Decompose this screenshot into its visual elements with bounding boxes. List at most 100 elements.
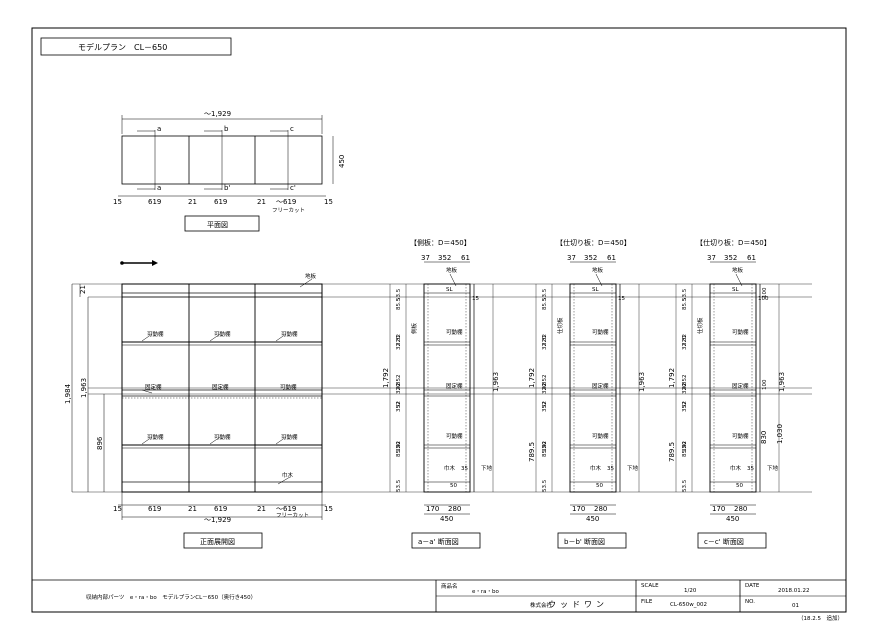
section-c-right-dim-1: 100	[758, 296, 769, 302]
section-a-left-dim-10: 352	[396, 402, 402, 413]
front-bdim-1: 15	[113, 505, 122, 513]
no-label: NO.	[745, 599, 755, 605]
section-a-n35: 35	[461, 466, 468, 472]
front-caption: 正面展開図	[200, 538, 235, 546]
section-b-outer-left: 1,792	[528, 368, 536, 388]
section-c-top-dim-1: 37	[707, 254, 716, 262]
section-c-left-dim-2: 85.5	[682, 297, 688, 310]
front-dim-21: 21	[79, 285, 87, 294]
plan-marker-a: a	[157, 125, 161, 133]
section-a-caption: a－a' 断面図	[418, 537, 459, 546]
section-c-mid-dim: 789.5	[668, 442, 676, 462]
section-c-right-dim-4: 830	[760, 431, 768, 444]
section-c-top-dim-3: 61	[747, 254, 756, 262]
section-a-n50: 50	[450, 483, 457, 489]
plan-dim-2: 619	[148, 198, 161, 206]
brand: e・ra・bo	[472, 589, 500, 595]
section-b-left-dim-2: 85.5	[542, 297, 548, 310]
section-c-top-dim-2: 352	[724, 254, 737, 262]
section-b	[535, 261, 640, 549]
section-a-left-dim-4: 320	[396, 335, 402, 346]
section-a-side-label: 側板	[410, 322, 418, 334]
section-b-top-dim-3: 61	[607, 254, 616, 262]
section-a-header: 【側板：D＝450】	[410, 238, 471, 247]
section-b-header: 【仕切り板：D＝450】	[556, 238, 631, 247]
section-b-outer-right: 1,963	[638, 372, 646, 392]
section-b-left-dim-1: 53.5	[542, 288, 548, 301]
front-label-r3-1: 可動棚	[147, 433, 164, 441]
section-c-caption: c－c' 断面図	[704, 537, 744, 546]
section-c-n50: 50	[736, 483, 743, 489]
section-c-left-dim-3: 32	[682, 334, 688, 341]
plan-dim-7: 15	[324, 198, 333, 206]
front-bdim-6: ～619	[276, 505, 296, 513]
section-a-top-dim-1: 37	[421, 254, 430, 262]
section-c-label-2: 固定棚	[732, 382, 749, 390]
section-b-left-dim-11: 32	[542, 441, 548, 448]
section-c-left-dim-9: 32	[682, 401, 688, 408]
scale-label: SCALE	[641, 583, 659, 589]
front-bdim-3: 21	[188, 505, 197, 513]
front-free-cut: フリーカット	[276, 512, 309, 519]
section-a-label-2: 固定棚	[446, 382, 463, 390]
section-a-label-5: 下地	[481, 464, 493, 472]
section-c-bdim-1: 170	[712, 505, 725, 513]
section-c-n35: 35	[747, 466, 754, 472]
section-b-label-2: 固定棚	[592, 382, 609, 390]
revision-note: （18.2.5 追加）	[798, 614, 843, 622]
front-label-r2-1: 固定棚	[145, 383, 162, 391]
section-a-sl: SL	[446, 287, 453, 293]
front-label-r3-2: 可動棚	[214, 433, 231, 441]
section-c-left-dim-10: 352	[682, 402, 688, 413]
plan-dim-3: 21	[188, 198, 197, 206]
front-label-r3-3: 可動棚	[281, 433, 298, 441]
section-c-left-dim-12: 320	[682, 441, 688, 452]
section-a-left-dim-9: 32	[396, 401, 402, 408]
section-b-mid-dim: 789.5	[528, 442, 536, 462]
section-b-caption: b－b' 断面図	[564, 537, 605, 546]
date: 2018.01.22	[778, 588, 810, 594]
front-bdim-4: 619	[214, 505, 227, 513]
section-c-label-4: 巾木	[730, 464, 742, 472]
section-c-bdim-2: 280	[734, 505, 747, 513]
section-a-depth: 450	[440, 515, 453, 523]
plan-marker-b: b	[224, 125, 229, 133]
plan-dim-4: 619	[214, 198, 227, 206]
section-c-top-label: 地板	[732, 266, 744, 274]
section-c-label-3: 可動棚	[732, 432, 749, 440]
front-label-r1-1: 可動棚	[147, 330, 164, 338]
section-a-left-dim-13: 85.5	[396, 444, 402, 457]
section-b-left-dim-3: 32	[542, 334, 548, 341]
section-a-label-1: 可動棚	[446, 328, 463, 336]
front-overall-dim: ～1,929	[204, 516, 231, 524]
plan-free-cut: フリーカット	[272, 207, 305, 214]
section-a-left-dim-12: 320	[396, 441, 402, 452]
section-a-label-4: 巾木	[444, 464, 456, 472]
section-a-left-dim-1: 53.5	[396, 288, 402, 301]
section-b-left-dim-8: 320	[542, 383, 548, 394]
section-c-left-dim-7: 32	[682, 383, 688, 390]
section-c	[675, 261, 780, 549]
section-b-left-dim-7: 32	[542, 383, 548, 390]
section-c-header: 【仕切り板：D＝450】	[696, 238, 771, 247]
section-b-label-4: 巾木	[590, 464, 602, 472]
section-c-left-dim-6: 352	[682, 375, 688, 386]
section-c-side-label: 仕切板	[696, 317, 704, 334]
section-b-left-dim-10: 352	[542, 402, 548, 413]
plan-overall-dim: ～1,929	[204, 110, 231, 118]
section-a-left-dim-5: 32	[396, 343, 402, 350]
section-a-outer-left: 1,792	[382, 368, 390, 388]
section-b-bdim-1: 170	[572, 505, 585, 513]
section-b-top-label: 地板	[592, 266, 604, 274]
front-bdim-5: 21	[257, 505, 266, 513]
section-a-left-dim-3: 32	[396, 334, 402, 341]
section-a-outer-right: 1,963	[492, 372, 500, 392]
section-b-sl: SL	[592, 287, 599, 293]
section-b-right-dim-1: 15	[618, 296, 625, 302]
section-c-right-dim-3: 100	[762, 379, 768, 390]
plan-depth: 450	[338, 155, 346, 168]
sheet-no: 01	[792, 603, 799, 609]
front-bottom-label: 巾木	[282, 471, 294, 479]
